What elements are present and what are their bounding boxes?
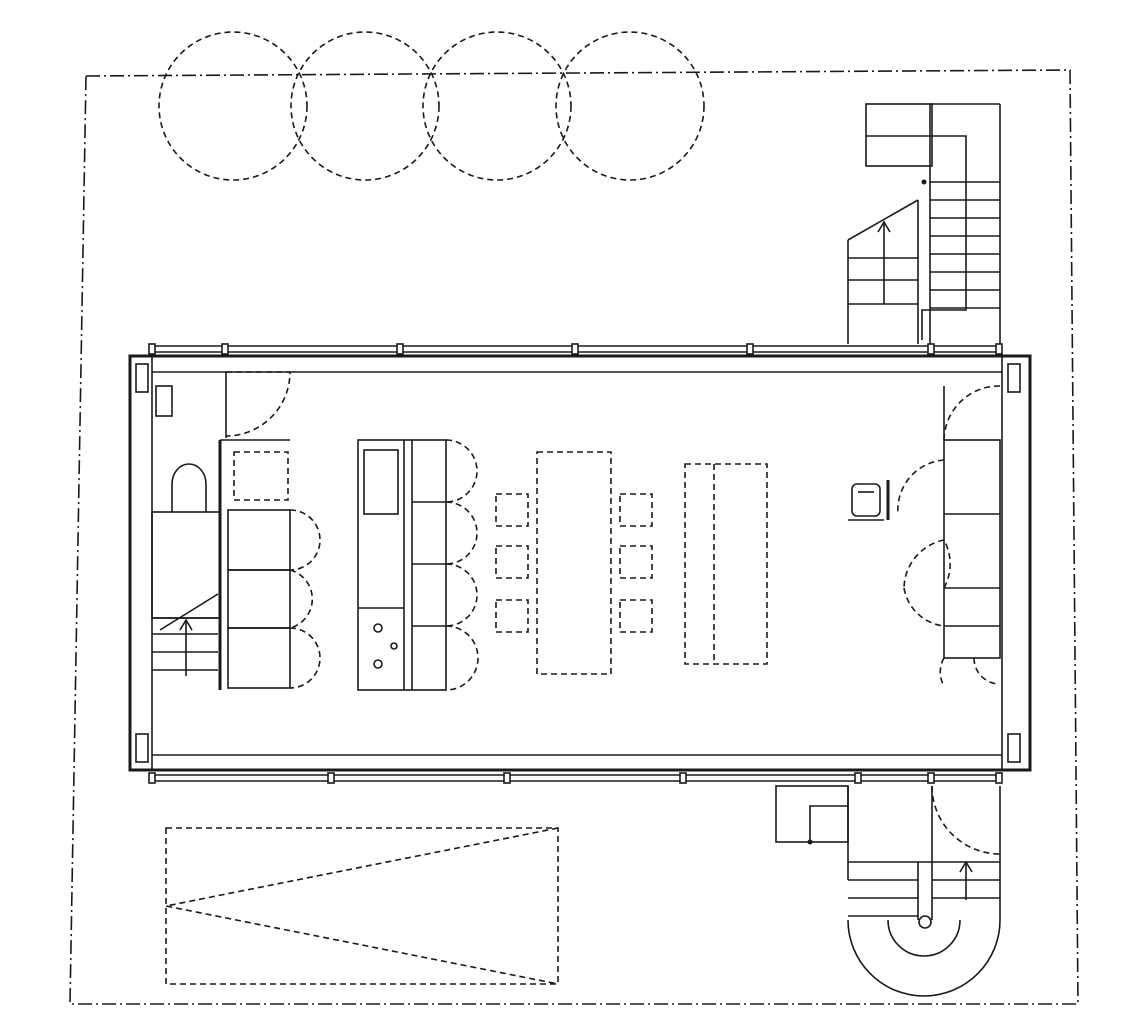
wall-box — [155, 385, 173, 417]
bench — [684, 463, 768, 665]
stool — [619, 493, 653, 527]
stool — [495, 599, 529, 633]
stool — [619, 545, 653, 579]
east-door — [943, 385, 1001, 441]
burner — [373, 659, 383, 669]
south-stair — [775, 785, 1001, 997]
north-stair — [847, 103, 1001, 344]
kitchen-island — [357, 439, 479, 691]
tree-row — [158, 31, 705, 181]
desk-chair — [848, 480, 890, 521]
tree-1 — [158, 31, 308, 181]
dining-table — [495, 451, 653, 675]
parking-space — [165, 827, 559, 985]
stool — [495, 493, 529, 527]
tree-3 — [422, 31, 572, 181]
entrance-door — [225, 371, 291, 438]
west-stair — [152, 593, 219, 676]
site-boundary — [69, 69, 1079, 1005]
stool — [619, 599, 653, 633]
tree-2 — [290, 31, 440, 181]
sink — [363, 449, 399, 515]
burner — [390, 642, 398, 650]
east-cabinets — [897, 439, 1001, 687]
building-shell — [128, 354, 1032, 772]
north-rail — [148, 343, 1003, 355]
south-rail — [148, 772, 1003, 784]
tree-4 — [555, 31, 705, 181]
toilet — [151, 463, 221, 619]
stool — [495, 545, 529, 579]
west-cabinets — [218, 439, 321, 690]
burner — [373, 623, 383, 633]
